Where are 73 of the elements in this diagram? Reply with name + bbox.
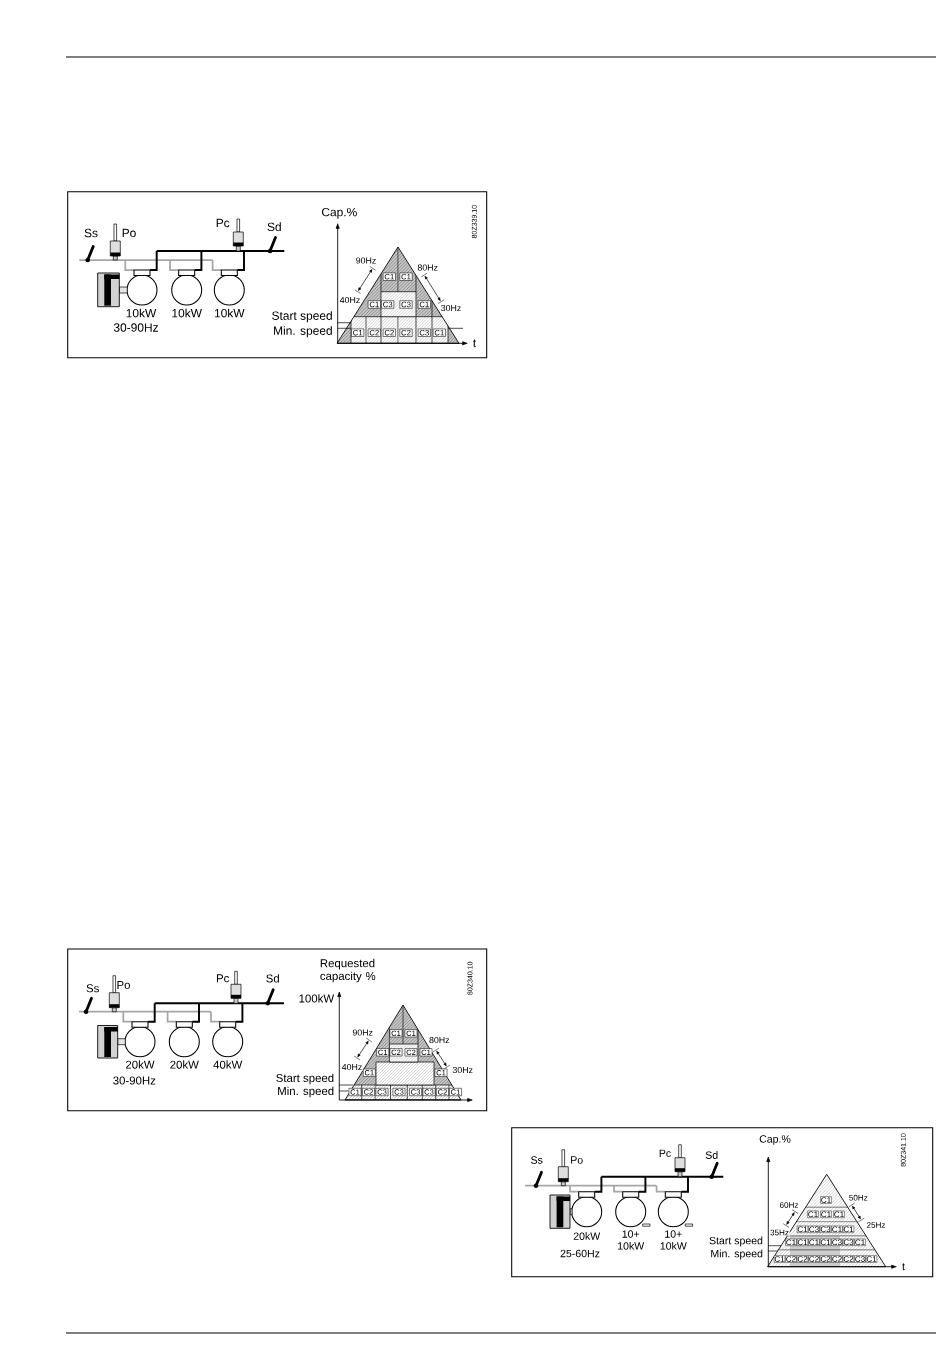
sensor-label: Ss — [531, 1156, 543, 1164]
frequency-label: 25Hz — [865, 1221, 887, 1229]
frequency-label: 60Hz — [778, 1201, 800, 1209]
speed-label: Min. speed — [711, 1249, 763, 1260]
stage-label: C3 — [808, 1225, 820, 1233]
sensor-label: Sd — [705, 1151, 718, 1159]
stage-label: C1 — [820, 1196, 832, 1204]
capacity-label: 10+ 10kW — [618, 1230, 645, 1250]
stage-label: C1 — [831, 1225, 843, 1233]
stage-label: C1 — [820, 1210, 832, 1218]
stage-label: C2 — [819, 1255, 832, 1263]
capacity-label: 10kW — [126, 308, 157, 318]
capacity-label: 10+ 10kW — [660, 1230, 687, 1250]
axis-title: Requested capacity % — [320, 958, 376, 983]
stage-label: C1 — [807, 1210, 819, 1218]
stage-label: C3 — [831, 1238, 843, 1246]
stage-label: C2 — [842, 1255, 855, 1263]
speed-label: Start speed — [272, 311, 332, 323]
stage-label: C3 — [842, 1238, 855, 1246]
stage-label: C1 — [796, 1225, 809, 1233]
axis-label: t — [473, 339, 477, 348]
sensor-label: Pc — [216, 974, 230, 983]
stage-label: C1 — [842, 1225, 855, 1233]
frequency-label: 40Hz — [341, 1063, 363, 1071]
frequency-label: 40Hz — [339, 296, 361, 304]
frequency-label: 80Hz — [416, 263, 439, 272]
stage-label: C1 — [854, 1238, 866, 1246]
stage-label: C1 — [796, 1238, 809, 1246]
frequency-range: 30-90Hz — [113, 323, 158, 332]
stage-label: C1 — [785, 1238, 797, 1246]
stage-label: C1 — [833, 1210, 845, 1218]
sensor-label: Pc — [659, 1149, 671, 1157]
capacity-label: 40kW — [213, 1060, 243, 1069]
speed-label: Start speed — [709, 1236, 763, 1247]
stage-label: C2 — [785, 1255, 797, 1263]
stage-label: C1 — [819, 1238, 832, 1246]
frequency-label: 30Hz — [451, 1066, 474, 1074]
stage-label: C1 — [865, 1255, 878, 1263]
frequency-label: 50Hz — [848, 1194, 869, 1202]
stage-label: C3 — [819, 1225, 832, 1233]
speed-label: Min. speed — [278, 1086, 334, 1098]
frequency-label: 90Hz — [351, 1028, 374, 1037]
stage-label: C3 — [854, 1255, 866, 1263]
capacity-label: 10kW — [214, 308, 245, 318]
sensor-label: Sd — [266, 974, 279, 983]
capacity-label: 20kW — [170, 1060, 199, 1069]
axis-title: Cap.% — [321, 207, 357, 219]
sensor-label: Po — [122, 228, 136, 238]
axis-label: t — [902, 1263, 905, 1271]
axis-title: Cap.% — [759, 1135, 791, 1145]
frequency-range: 25-60Hz — [560, 1249, 600, 1258]
sensor-label: Sd — [267, 222, 281, 232]
stage-label: C2 — [796, 1255, 809, 1263]
speed-label: Min. speed — [274, 326, 332, 338]
frequency-label: 80Hz — [428, 1036, 451, 1044]
frequency-label: 30Hz — [440, 304, 462, 312]
stage-label: C2 — [831, 1255, 843, 1263]
capacity-label: 10kW — [172, 308, 202, 318]
sensor-label: Po — [117, 981, 130, 989]
sensor-label: Ss — [86, 984, 99, 993]
sensor-label: Pc — [216, 218, 230, 228]
stage-label: C2 — [808, 1255, 820, 1263]
frequency-label: 35Hz — [769, 1228, 790, 1237]
frequency-label: 90Hz — [355, 256, 377, 265]
capacity-label: 20kW — [573, 1232, 601, 1240]
sensor-label: Ss — [84, 228, 98, 238]
capacity-label: 20kW — [126, 1060, 155, 1069]
speed-label: Start speed — [276, 1073, 334, 1085]
stage-label: C1 — [808, 1238, 820, 1246]
stage-label: C1 — [773, 1255, 786, 1263]
capacity-label: 100kW — [299, 994, 335, 1003]
sensor-label: Po — [571, 1156, 583, 1164]
frequency-range: 30-90Hz — [113, 1076, 156, 1085]
